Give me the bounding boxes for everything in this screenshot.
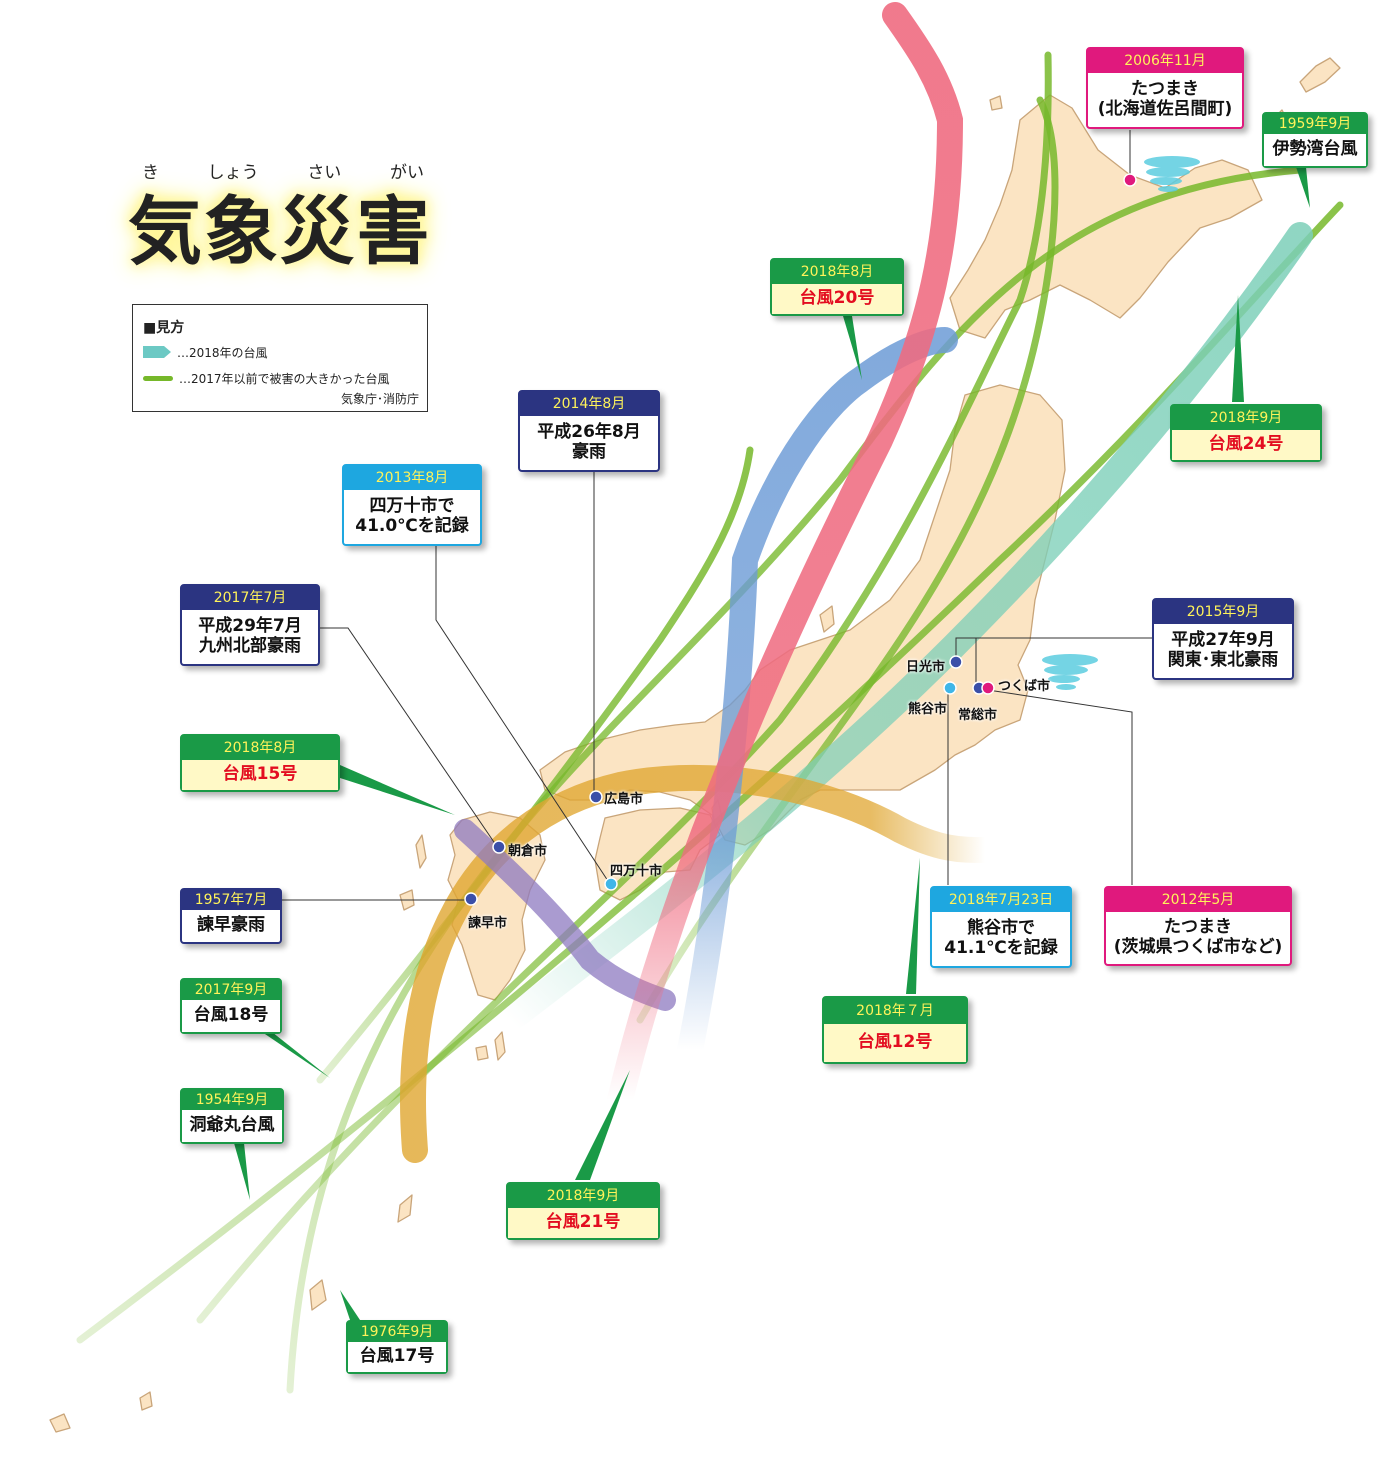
tornado-icon bbox=[1144, 156, 1200, 192]
city-label-asakura: 朝倉市 bbox=[508, 844, 548, 859]
callout-typhoon-2018-12: 2018年７月 台風12号 bbox=[822, 996, 968, 1064]
miyako bbox=[139, 1391, 153, 1411]
city-label-shimanto: 四万十市 bbox=[610, 864, 663, 879]
amami bbox=[397, 1194, 413, 1223]
kuril-2 bbox=[1299, 57, 1341, 93]
dot-tsukuba bbox=[981, 681, 995, 695]
arrow-swatch-icon bbox=[143, 346, 171, 358]
dot-nikko bbox=[949, 655, 963, 669]
track-past-e bbox=[636, 96, 1059, 1024]
page-title: き しょう さい がい 気象災害 bbox=[128, 158, 458, 275]
callout-heat-2018: 2018年7月23日 熊谷市で 41.1℃を記録 bbox=[930, 886, 1072, 968]
track-2018-15 bbox=[400, 765, 998, 1163]
callout-pointers bbox=[234, 167, 1310, 1320]
track-2018-24 bbox=[497, 222, 1313, 1033]
track-past-c bbox=[286, 166, 1304, 1394]
sado bbox=[819, 605, 835, 633]
dot-kumagaya bbox=[943, 681, 957, 695]
dot-shimanto bbox=[604, 877, 618, 891]
callout-heat-2013: 2013年8月 四万十市で 41.0℃を記録 bbox=[342, 464, 482, 546]
callout-rain-2017: 2017年7月 平成29年7月 九州北部豪雨 bbox=[180, 584, 320, 666]
dot-saroma bbox=[1123, 173, 1137, 187]
line-swatch-icon bbox=[143, 375, 173, 381]
callout-typhoon-2018-21: 2018年9月 台風21号 bbox=[506, 1182, 660, 1240]
callout-typhoon-2018-20: 2018年8月 台風20号 bbox=[770, 258, 904, 316]
city-label-hiroshima: 広島市 bbox=[604, 792, 644, 807]
dot-hiroshima bbox=[589, 790, 603, 804]
dot-asakura bbox=[492, 840, 506, 854]
city-label-joso: 常総市 bbox=[958, 708, 998, 723]
callout-typhoon-1976: 1976年9月 台風17号 bbox=[346, 1320, 448, 1374]
tanegashima bbox=[494, 1031, 506, 1061]
city-label-tsukuba: つくば市 bbox=[998, 679, 1051, 694]
track-past-b bbox=[196, 51, 1052, 1324]
legend-source: 気象庁･消防庁 bbox=[340, 392, 419, 406]
city-label-kumagaya: 熊谷市 bbox=[908, 702, 948, 717]
callout-typhoon-2018-24: 2018年9月 台風24号 bbox=[1170, 404, 1322, 462]
hokkaido bbox=[949, 94, 1263, 339]
title-ruby: き しょう さい がい bbox=[142, 163, 424, 183]
track-past-d bbox=[316, 446, 754, 1084]
okinawa bbox=[309, 1279, 327, 1311]
callout-rain-2015: 2015年9月 平成27年9月 関東･東北豪雨 bbox=[1152, 598, 1294, 680]
callout-typhoon-2018-15: 2018年8月 台風15号 bbox=[180, 734, 340, 792]
tornado-icon bbox=[1042, 654, 1098, 690]
legend-label-past: …2017年以前で被害の大きかった台風 bbox=[179, 371, 390, 386]
track-2018-20 bbox=[677, 327, 958, 1063]
dot-isahaya bbox=[464, 892, 478, 906]
legend-row-2018: …2018年の台風 bbox=[143, 343, 268, 361]
typhoon-tracks bbox=[76, 2, 1344, 1394]
callout-typhoon-2017-18: 2017年9月 台風18号 bbox=[180, 978, 282, 1034]
callout-rain-1957: 1957年7月 諫早豪雨 bbox=[180, 888, 282, 944]
legend: ■見方 …2018年の台風 …2017年以前で被害の大きかった台風 気象庁･消防… bbox=[132, 304, 428, 412]
legend-label-2018: …2018年の台風 bbox=[177, 345, 268, 360]
callout-rain-2014: 2014年8月 平成26年8月 豪雨 bbox=[518, 390, 660, 472]
callout-typhoon-1959: 1959年9月 伊勢湾台風 bbox=[1262, 112, 1368, 168]
legend-row-past: …2017年以前で被害の大きかった台風 bbox=[143, 369, 390, 387]
yakushima bbox=[475, 1045, 489, 1061]
city-label-isahaya: 諫早市 bbox=[468, 916, 508, 931]
track-2018-21 bbox=[607, 2, 964, 1113]
callout-tornado-2006: 2006年11月 たつまき (北海道佐呂間町) bbox=[1086, 47, 1244, 129]
leader-lines bbox=[281, 130, 1152, 901]
legend-heading: ■見方 bbox=[143, 320, 185, 336]
title-main: 気象災害 bbox=[128, 189, 432, 275]
city-label-nikko: 日光市 bbox=[906, 660, 946, 675]
callout-typhoon-1954: 1954年9月 洞爺丸台風 bbox=[180, 1088, 284, 1144]
yaeyama bbox=[49, 1413, 71, 1433]
tsushima bbox=[415, 834, 427, 869]
rishiri bbox=[989, 95, 1003, 111]
city-dots bbox=[464, 173, 1137, 906]
callout-tornado-2012: 2012年5月 たつまき (茨城県つくば市など) bbox=[1104, 886, 1292, 966]
